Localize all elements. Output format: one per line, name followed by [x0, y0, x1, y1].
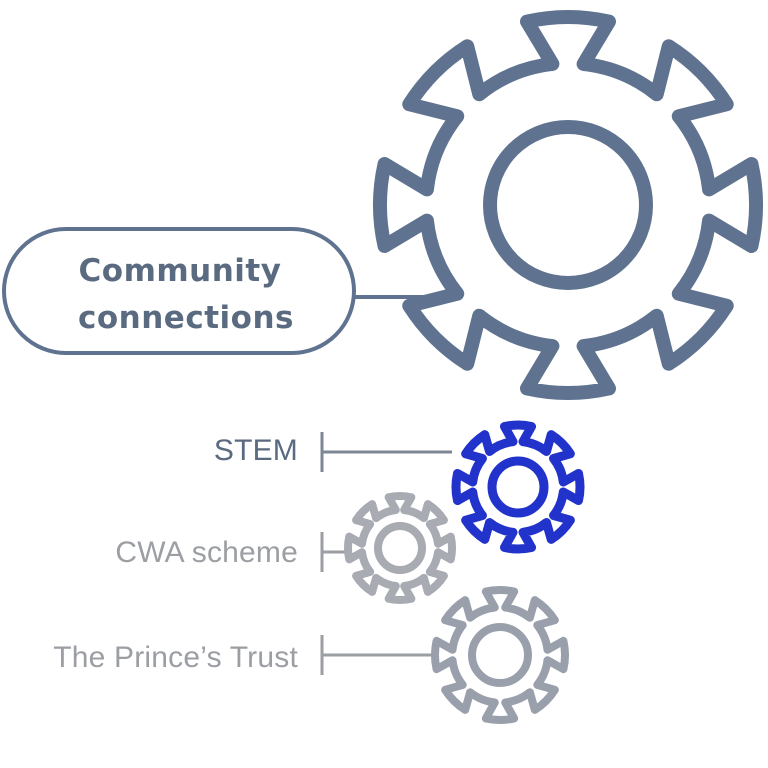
- stem-gear-outline: [451, 420, 585, 554]
- branch-label-stem: STEM: [214, 434, 298, 467]
- main-gear[interactable]: [373, 10, 763, 400]
- pill-label-line2: connections: [78, 300, 294, 336]
- main-gear-outline: [373, 10, 763, 400]
- stem-gear[interactable]: [451, 420, 585, 554]
- pill-outline: [2, 227, 356, 355]
- princes-trust-gear-hub: [468, 623, 532, 687]
- princes-trust-gear[interactable]: [431, 586, 569, 724]
- branch-label-princes-trust: The Prince’s Trust: [53, 641, 298, 674]
- cwa-scheme-gear-outline: [344, 492, 456, 604]
- stem-gear-hub: [487, 456, 549, 518]
- main-gear-hub: [483, 120, 653, 290]
- branch-cwa-scheme[interactable]: CWA scheme: [115, 492, 456, 604]
- branch-princes-trust[interactable]: The Prince’s Trust: [53, 586, 569, 724]
- branch-stem[interactable]: STEM: [214, 420, 585, 554]
- community-connections-pill[interactable]: Community connections: [2, 227, 356, 355]
- cwa-scheme-gear-hub: [374, 522, 426, 574]
- cwa-scheme-gear[interactable]: [344, 492, 456, 604]
- pill-label-line1: Community: [79, 253, 282, 289]
- branch-label-cwa-scheme: CWA scheme: [115, 536, 298, 569]
- princes-trust-gear-outline: [431, 586, 569, 724]
